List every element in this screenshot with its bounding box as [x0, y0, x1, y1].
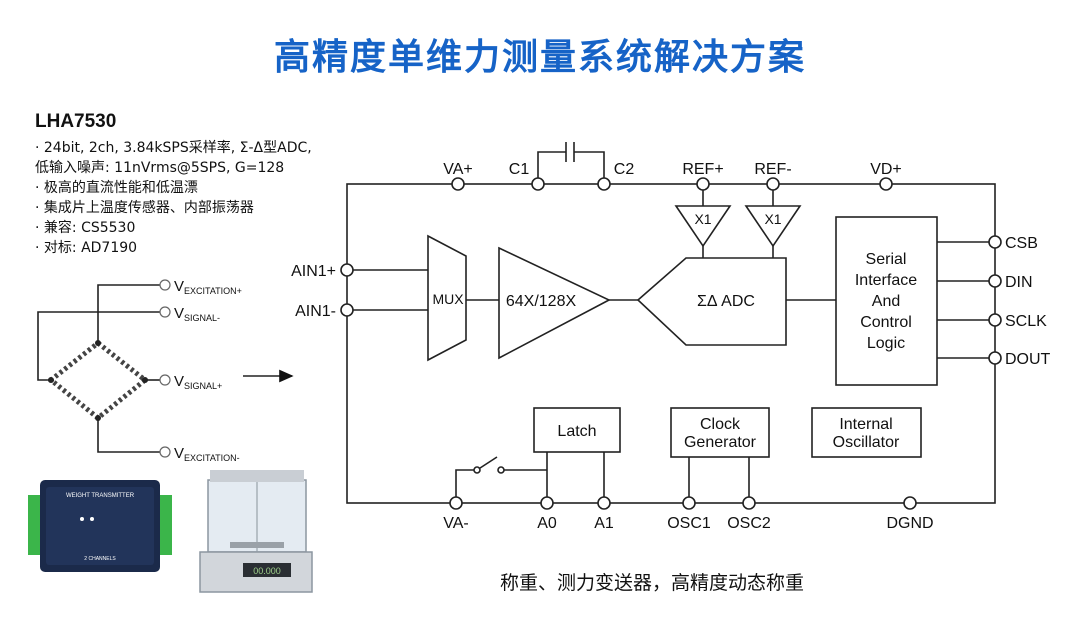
serial-label-line: Serial — [866, 251, 907, 268]
label-exc-plus: VEXCITATION+ — [174, 278, 242, 296]
pin-din — [988, 274, 1002, 288]
application-caption: 称重、测力变送器，高精度动态称重 — [500, 572, 805, 594]
clock-label-line: Clock — [700, 416, 741, 433]
feature-line: · 集成片上温度传感器、内部振荡器 — [35, 200, 254, 216]
feature-list: LHA7530 · 24bit, 2ch, 3.84kSPS采样率, Σ-Δ型A… — [35, 112, 355, 258]
label-c2: C2 — [614, 161, 635, 178]
label-va-minus: VA- — [443, 515, 468, 532]
mux-block — [427, 234, 467, 362]
bridge-node — [95, 415, 101, 421]
transmitter-subtitle: 2 CHANNELS — [84, 556, 116, 562]
switch-contact — [473, 466, 481, 474]
pin-a0 — [540, 496, 554, 510]
switch-contact — [497, 466, 505, 474]
balance-display: 00.000 — [253, 566, 281, 576]
oscillator-label-line: Internal — [839, 416, 892, 433]
terminal-sig-minus — [159, 306, 171, 318]
pin-sclk — [988, 313, 1002, 327]
latch-label: Latch — [557, 423, 596, 440]
feature-line: · 极高的直流性能和低温漂 — [35, 180, 198, 196]
label-sig-minus: VSIGNAL- — [174, 305, 220, 323]
pin-osc1 — [682, 496, 696, 510]
label-dgnd: DGND — [886, 515, 933, 532]
page-title: 高精度单维力测量系统解决方案 — [273, 37, 806, 78]
terminal-exc-minus — [159, 446, 171, 458]
label-ain1-plus: AIN1+ — [291, 263, 336, 280]
serial-label-line: And — [872, 293, 900, 310]
pin-dgnd — [903, 496, 917, 510]
pin-va-plus — [451, 177, 465, 191]
switch-wire — [455, 469, 547, 503]
serial-label-line: Interface — [855, 272, 917, 289]
label-sclk: SCLK — [1005, 313, 1047, 330]
feature-line: · 24bit, 2ch, 3.84kSPS采样率, Σ-Δ型ADC, — [35, 140, 312, 156]
bridge-node — [142, 377, 148, 383]
pin-ain1-plus — [340, 263, 354, 277]
serial-interface-block — [835, 216, 938, 386]
bridge-node — [95, 340, 101, 346]
label-din: DIN — [1005, 274, 1033, 291]
pga-block — [498, 246, 611, 360]
pin-ref-minus — [766, 177, 780, 191]
exc-plus-wire — [97, 284, 160, 343]
label-ain1-minus: AIN1- — [295, 303, 336, 320]
label-sig-plus: VSIGNAL+ — [174, 373, 222, 391]
pin-c2 — [597, 177, 611, 191]
clock-label-line: Generator — [684, 434, 757, 451]
serial-label-line: Logic — [867, 335, 905, 352]
bridge-node — [48, 377, 54, 383]
label-va-plus: VA+ — [443, 161, 473, 178]
weight-transmitter-image: WEIGHT TRANSMITTER 2 CHANNELS — [28, 480, 172, 572]
terminal-exc-plus — [159, 279, 171, 291]
pin-ref-plus — [696, 177, 710, 191]
mux-label: MUX — [432, 291, 464, 307]
label-a1: A1 — [594, 515, 614, 532]
chip-outline — [346, 183, 996, 504]
adc-label: ΣΔ ADC — [697, 293, 755, 310]
serial-label-line: Control — [860, 314, 912, 331]
feature-line: 低输入噪声: 11nVrms@5SPS, G=128 — [35, 160, 285, 176]
part-number: LHA7530 — [35, 111, 117, 132]
exc-minus-wire — [97, 418, 160, 453]
pin-vd-plus — [879, 177, 893, 191]
terminal-sig-plus — [159, 374, 171, 386]
oscillator-block — [811, 407, 922, 458]
label-exc-minus: VEXCITATION- — [174, 445, 240, 463]
label-vd-plus: VD+ — [870, 161, 902, 178]
pin-csb — [988, 235, 1002, 249]
label-a0: A0 — [537, 515, 557, 532]
adc-block — [636, 257, 787, 346]
sig-minus-wire — [37, 311, 160, 381]
label-c1: C1 — [509, 161, 530, 178]
feature-line: · 兼容: CS5530 — [35, 220, 136, 236]
capacitor-wire — [537, 151, 605, 184]
pga-label: 64X/128X — [506, 293, 577, 310]
label-ref-minus: REF- — [754, 161, 791, 178]
label-csb: CSB — [1005, 235, 1038, 252]
pin-ain1-minus — [340, 303, 354, 317]
pin-a1 — [597, 496, 611, 510]
buffer-label: X1 — [694, 211, 711, 227]
pin-va-minus — [449, 496, 463, 510]
transmitter-title: WEIGHT TRANSMITTER — [66, 493, 135, 499]
switch-arm — [476, 456, 498, 471]
clock-generator-block — [670, 407, 770, 458]
label-dout: DOUT — [1005, 351, 1051, 368]
feature-line: · 对标: AD7190 — [35, 240, 138, 256]
pin-osc2 — [742, 496, 756, 510]
latch-block — [533, 407, 621, 453]
pin-dout — [988, 351, 1002, 365]
pin-c1 — [531, 177, 545, 191]
precision-balance-image: 00.000 — [199, 470, 313, 593]
buffer-label: X1 — [764, 211, 781, 227]
wheatstone-bridge — [46, 339, 150, 422]
oscillator-label-line: Oscillator — [833, 434, 900, 451]
label-osc1: OSC1 — [667, 515, 711, 532]
label-osc2: OSC2 — [727, 515, 771, 532]
label-ref-plus: REF+ — [682, 161, 723, 178]
